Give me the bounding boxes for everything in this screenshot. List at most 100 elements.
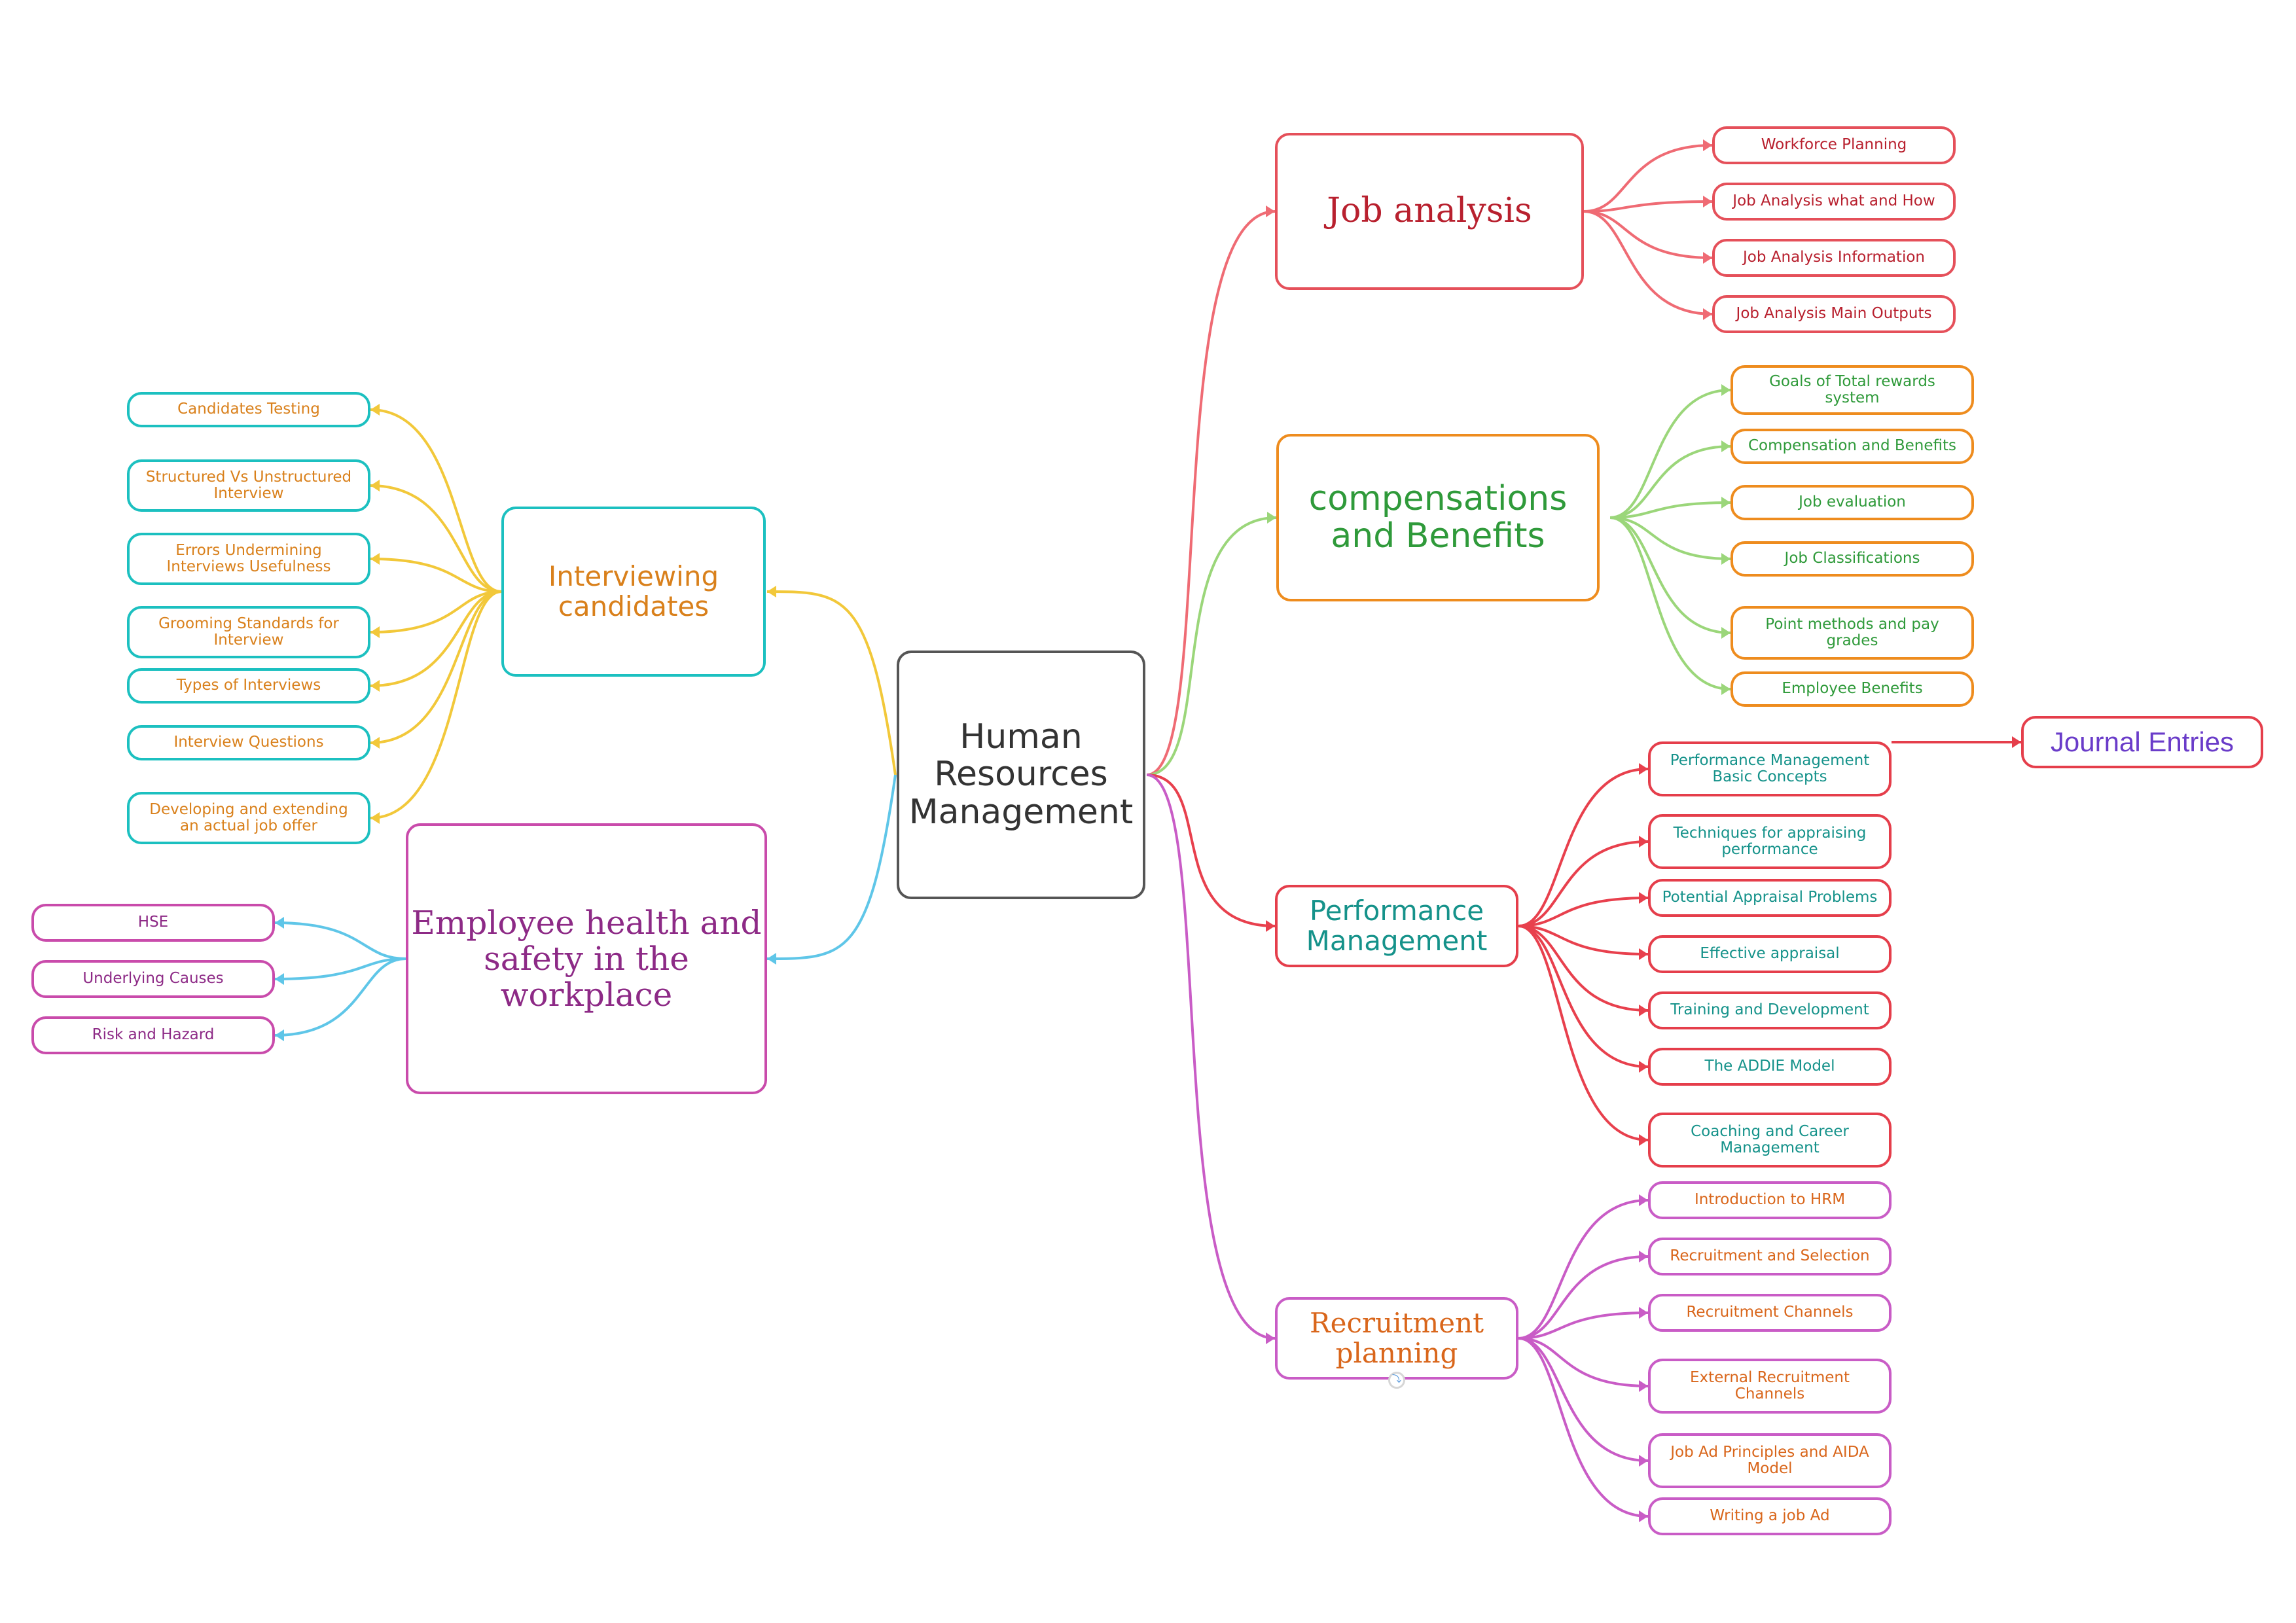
connector-arrow (1639, 1251, 1648, 1262)
subtopic-compensation[interactable]: Goals of Total rewards system (1731, 365, 1974, 415)
connector-arrow (1639, 948, 1648, 960)
subtopic-connector (1518, 768, 1649, 927)
subtopic-job-analysis[interactable]: Job Analysis Information (1712, 239, 1956, 277)
connector-arrow (767, 953, 776, 965)
subtopic-recruitment[interactable]: Recruitment Channels (1648, 1294, 1892, 1332)
subtopic-performance[interactable]: Potential Appraisal Problems (1648, 879, 1892, 917)
subtopic-recruitment[interactable]: External Recruitment Channels (1648, 1359, 1892, 1414)
subtopic-health[interactable]: Underlying Causes (31, 960, 275, 998)
topic-performance-management[interactable]: Performance Management (1275, 885, 1518, 967)
subtopic-connector (1609, 445, 1731, 519)
subtopic-recruitment[interactable]: Job Ad Principles and AIDA Model (1648, 1433, 1892, 1488)
connector-arrow (275, 1029, 284, 1041)
subtopic-compensation[interactable]: Employee Benefits (1731, 671, 1974, 707)
subtopic-job-analysis[interactable]: Job Analysis Main Outputs (1712, 295, 1956, 333)
subtopic-performance[interactable]: Training and Development (1648, 991, 1892, 1029)
subtopic-performance[interactable]: Performance Management Basic Concepts (1648, 741, 1892, 796)
subtopic-connector (1609, 516, 1731, 690)
subtopic-label: Recruitment Channels (1686, 1304, 1854, 1321)
topic-label: Employee health and safety in the workpl… (411, 903, 762, 1014)
connector-arrow (1639, 1307, 1648, 1319)
subtopic-label: Job Ad Principles and AIDA Model (1670, 1443, 1869, 1477)
journal-entries-node[interactable]: Journal Entries (2021, 716, 2263, 768)
connector-arrow (1703, 139, 1712, 151)
subtopic-label: Grooming Standards for Interview (158, 615, 339, 649)
topic-employee-health-safety[interactable]: Employee health and safety in the workpl… (406, 823, 767, 1094)
subtopic-interviewing[interactable]: Candidates Testing (127, 392, 370, 427)
subtopic-connector (1609, 389, 1731, 519)
subtopic-label: Writing a job Ad (1710, 1507, 1830, 1525)
subtopic-connector (1518, 1337, 1649, 1387)
subtopic-performance[interactable]: Effective appraisal (1648, 935, 1892, 973)
topic-label: compensations and Benefits (1308, 478, 1568, 556)
subtopic-job-analysis[interactable]: Job Analysis what and How (1712, 183, 1956, 221)
connector-arrow (1639, 1380, 1648, 1392)
subtopic-interviewing[interactable]: Structured Vs Unstructured Interview (127, 459, 370, 512)
subtopic-connector (1518, 897, 1649, 927)
subtopic-label: External Recruitment Channels (1689, 1368, 1850, 1402)
subtopic-connector (1518, 1199, 1649, 1340)
subtopic-job-analysis[interactable]: Workforce Planning (1712, 126, 1956, 164)
subtopic-compensation[interactable]: Compensation and Benefits (1731, 429, 1974, 464)
subtopic-interviewing[interactable]: Types of Interviews (127, 668, 370, 704)
topic-job-analysis[interactable]: Job analysis (1275, 133, 1584, 290)
topic-recruitment-planning[interactable]: Recruitment planning (1275, 1297, 1518, 1380)
subtopic-performance[interactable]: Techniques for appraising performance (1648, 814, 1892, 869)
connector-arrow (275, 917, 284, 929)
subtopic-compensation[interactable]: Point methods and pay grades (1731, 606, 1974, 660)
subtopic-compensation[interactable]: Job Classifications (1731, 541, 1974, 577)
subtopic-connector (1518, 1337, 1649, 1462)
connector-arrow (370, 737, 380, 749)
connector-arrow (1703, 308, 1712, 320)
subtopic-label: Structured Vs Unstructured Interview (145, 468, 352, 502)
subtopic-label: HSE (137, 914, 169, 931)
subtopic-label: Job Analysis Information (1743, 249, 1925, 266)
subtopic-health[interactable]: HSE (31, 904, 275, 942)
subtopic-recruitment[interactable]: Recruitment and Selection (1648, 1238, 1892, 1275)
connector-arrow (1721, 497, 1731, 508)
subtopic-connector (370, 590, 502, 687)
root-connector (1146, 774, 1276, 927)
root-connector (1146, 210, 1276, 776)
connector-arrow (1721, 683, 1731, 695)
subtopic-recruitment[interactable]: Introduction to HRM (1648, 1181, 1892, 1219)
topic-label: Job analysis (1327, 191, 1532, 231)
topic-label: Interviewing candidates (548, 560, 719, 622)
subtopic-health[interactable]: Risk and Hazard (31, 1016, 275, 1054)
connector-arrow (1639, 1194, 1648, 1206)
collapse-toggle-icon[interactable]: ⤵ (1388, 1372, 1405, 1389)
connector-arrow (1721, 627, 1731, 639)
subtopic-interviewing[interactable]: Interview Questions (127, 725, 370, 760)
connector-arrow (1639, 1455, 1648, 1467)
subtopic-interviewing[interactable]: Errors Undermining Interviews Usefulness (127, 533, 370, 585)
subtopic-compensation[interactable]: Job evaluation (1731, 485, 1974, 520)
subtopic-label: Job Analysis what and How (1732, 192, 1935, 210)
topic-interviewing-candidates[interactable]: Interviewing candidates (501, 507, 766, 677)
connector-arrow (1266, 1332, 1275, 1344)
subtopic-interviewing[interactable]: Developing and extending an actual job o… (127, 792, 370, 844)
subtopic-connector (1609, 516, 1731, 560)
connector-arrow (1267, 512, 1276, 524)
connector-arrow (370, 404, 380, 416)
subtopic-label: Job Analysis Main Outputs (1736, 305, 1932, 323)
subtopic-performance[interactable]: Coaching and Career Management (1648, 1113, 1892, 1168)
subtopic-recruitment[interactable]: Writing a job Ad (1648, 1497, 1892, 1535)
topic-label: Performance Management (1306, 894, 1488, 957)
connector-arrow (1266, 205, 1275, 217)
subtopic-label: Recruitment and Selection (1670, 1247, 1870, 1265)
root-node[interactable]: Human Resources Management (897, 651, 1145, 899)
subtopic-connector (1583, 200, 1713, 213)
subtopic-label: Job evaluation (1799, 493, 1906, 511)
subtopic-label: Risk and Hazard (92, 1026, 215, 1044)
connector-arrow (1266, 920, 1275, 932)
subtopic-connector (1583, 144, 1713, 213)
subtopic-performance[interactable]: The ADDIE Model (1648, 1048, 1892, 1086)
subtopic-connector (1609, 516, 1731, 634)
subtopic-label: Potential Appraisal Problems (1662, 889, 1878, 906)
topic-compensation-benefits[interactable]: compensations and Benefits (1276, 434, 1600, 601)
subtopic-label: Coaching and Career Management (1691, 1122, 1849, 1156)
subtopic-label: Effective appraisal (1700, 945, 1840, 963)
subtopic-interviewing[interactable]: Grooming Standards for Interview (127, 606, 370, 658)
subtopic-label: Interview Questions (173, 734, 324, 751)
